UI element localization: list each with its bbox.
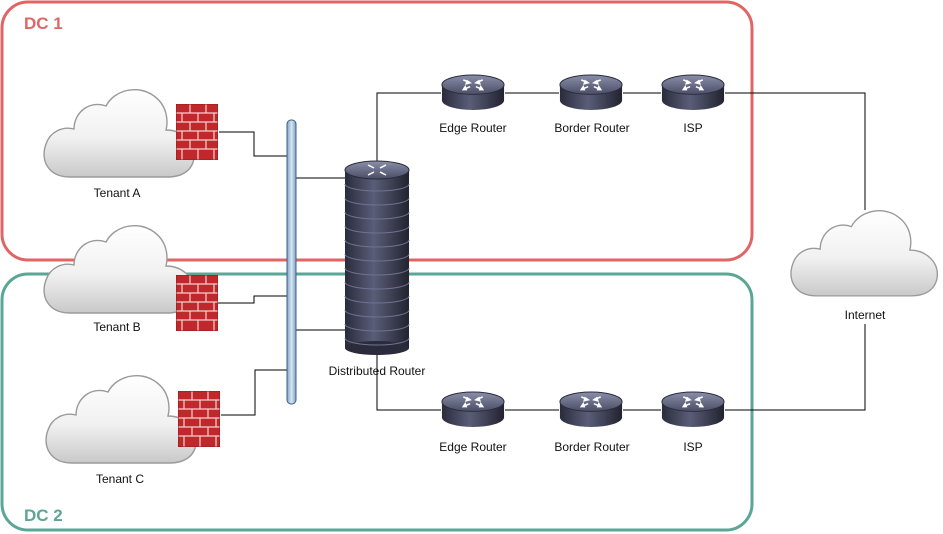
firewall-icon (176, 275, 218, 331)
router-icon (441, 391, 505, 428)
router-icon (661, 391, 725, 428)
tenant-a-label: Tenant A (94, 186, 141, 200)
shared-bus (286, 119, 297, 405)
connections (218, 92, 866, 416)
firewall-icon (176, 104, 218, 160)
cloud-icon (43, 224, 195, 314)
internet-label: Internet (845, 308, 886, 322)
tenant-c-label: Tenant C (96, 472, 144, 486)
router-icon (559, 391, 623, 428)
dc2-edge-router-label: Edge Router (439, 440, 506, 454)
router-icon (661, 74, 725, 111)
dc1-border-router-label: Border Router (554, 121, 629, 135)
dc2-border-router-label: Border Router (554, 440, 629, 454)
dc1-isp-label: ISP (683, 121, 702, 135)
tenant-b-label: Tenant B (93, 320, 140, 334)
cloud-icon (43, 88, 195, 178)
cloud-icon (45, 374, 197, 464)
dc1-label: DC 1 (24, 14, 63, 33)
dc2-isp-label: ISP (683, 440, 702, 454)
dc1-edge-router-label: Edge Router (439, 121, 506, 135)
cloud-icon (790, 210, 939, 297)
router-stack-icon (344, 160, 410, 355)
router-icon (441, 74, 505, 111)
distributed-router-label: Distributed Router (329, 364, 426, 378)
dc2-label: DC 2 (24, 506, 63, 525)
router-icon (559, 74, 623, 111)
firewall-icon (178, 391, 220, 447)
